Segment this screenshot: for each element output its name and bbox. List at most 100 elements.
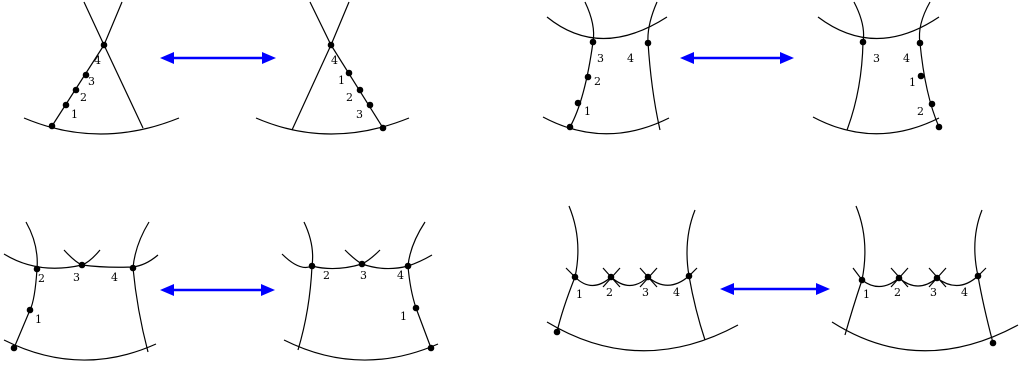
- vertex: [72, 86, 80, 94]
- curve: [846, 1, 865, 131]
- vertex: [26, 306, 34, 314]
- panel-4-left: 1 2 3 4: [546, 205, 739, 352]
- vertex-label: 2: [80, 91, 87, 104]
- line: [103, 44, 144, 129]
- vertex: [589, 38, 597, 46]
- vertex-label: 2: [38, 272, 45, 285]
- panel-1-right: 1 2 3 4: [255, 1, 410, 135]
- vertex-label: 2: [346, 91, 353, 104]
- curve: [132, 221, 150, 353]
- vertex-label: 3: [642, 286, 649, 299]
- line: [330, 44, 384, 129]
- vertex-label: 3: [88, 75, 95, 88]
- vertex: [859, 38, 867, 46]
- equivalence-arrow: [160, 52, 276, 64]
- vertex: [644, 39, 652, 47]
- vertex: [379, 124, 387, 132]
- vertex: [685, 272, 693, 280]
- vertex: [571, 273, 579, 281]
- vertex-label: 2: [894, 286, 901, 299]
- vertex-label: 4: [903, 52, 910, 65]
- panel-3-left: 1 2 3 4: [3, 221, 159, 361]
- vertex: [644, 273, 652, 281]
- vertex: [917, 72, 925, 80]
- vertex: [974, 272, 982, 280]
- vertex: [345, 69, 353, 77]
- vertex-label: 3: [73, 271, 80, 284]
- vertex: [10, 344, 18, 352]
- vertex: [935, 123, 943, 131]
- vertex-label: 2: [917, 105, 924, 118]
- curve: [297, 221, 314, 351]
- panel-3-right: 1 2 3 4: [281, 221, 439, 361]
- equivalence-arrow: [160, 284, 275, 296]
- vertex: [553, 328, 561, 336]
- vertex-label: 3: [873, 52, 880, 65]
- equivalence-arrow: [680, 52, 794, 64]
- vertex: [82, 71, 90, 79]
- vertex-label: 1: [400, 310, 407, 323]
- vertex-label: 1: [909, 76, 916, 89]
- vertex: [366, 101, 374, 109]
- vertex: [404, 262, 412, 270]
- vertex: [327, 41, 335, 49]
- vertex: [412, 304, 420, 312]
- vertex-label: 3: [360, 269, 367, 282]
- panel-1-left: 1 2 3 4: [23, 1, 180, 135]
- panel-2-left: 1 2 3 4: [542, 1, 670, 135]
- curve: [831, 321, 1019, 352]
- vertex: [566, 123, 574, 131]
- curve: [542, 116, 670, 135]
- vertex-label: 3: [597, 52, 604, 65]
- vertex-label: 3: [356, 108, 363, 121]
- vertex-label: 4: [627, 52, 634, 65]
- curve: [13, 221, 38, 349]
- vertex: [607, 273, 615, 281]
- vertex: [989, 339, 997, 347]
- vertex-label: 1: [35, 313, 42, 326]
- equivalence-arrow: [720, 283, 830, 295]
- curve: [255, 117, 410, 135]
- curve: [812, 116, 940, 135]
- vertex: [358, 260, 366, 268]
- vertex: [48, 122, 56, 130]
- vertex-label: 2: [323, 269, 330, 282]
- vertex: [62, 101, 70, 109]
- vertex-label: 1: [338, 74, 345, 87]
- curve: [817, 16, 940, 40]
- curve: [3, 339, 157, 361]
- vertex-label: 4: [331, 54, 338, 67]
- vertex-label: 4: [673, 286, 680, 299]
- vertex-label: 1: [863, 288, 870, 301]
- vertex: [584, 73, 592, 81]
- line: [83, 1, 123, 47]
- curve: [283, 339, 439, 361]
- vertex: [308, 262, 316, 270]
- vertex: [356, 86, 364, 94]
- line: [51, 44, 105, 127]
- vertex: [129, 264, 137, 272]
- curve: [407, 221, 432, 349]
- line: [309, 1, 350, 47]
- vertex: [895, 274, 903, 282]
- vertex: [916, 39, 924, 47]
- vertex-label: 2: [606, 286, 613, 299]
- vertex: [78, 261, 86, 269]
- vertex: [100, 41, 108, 49]
- vertex-label: 2: [594, 75, 601, 88]
- curve: [546, 321, 739, 352]
- curve: [546, 16, 668, 40]
- vertex: [33, 265, 41, 273]
- vertex-label: 1: [576, 288, 583, 301]
- vertex: [858, 276, 866, 284]
- panel-4-right: 1 2 3 4: [831, 205, 1019, 352]
- panel-2-right: 1 2 3 4: [812, 1, 943, 135]
- vertex: [933, 274, 941, 282]
- line: [291, 44, 332, 131]
- curve: [23, 117, 180, 135]
- vertex-label: 3: [930, 286, 937, 299]
- vertex: [427, 344, 435, 352]
- vertex-label: 1: [584, 105, 591, 118]
- vertex-label: 1: [71, 108, 78, 121]
